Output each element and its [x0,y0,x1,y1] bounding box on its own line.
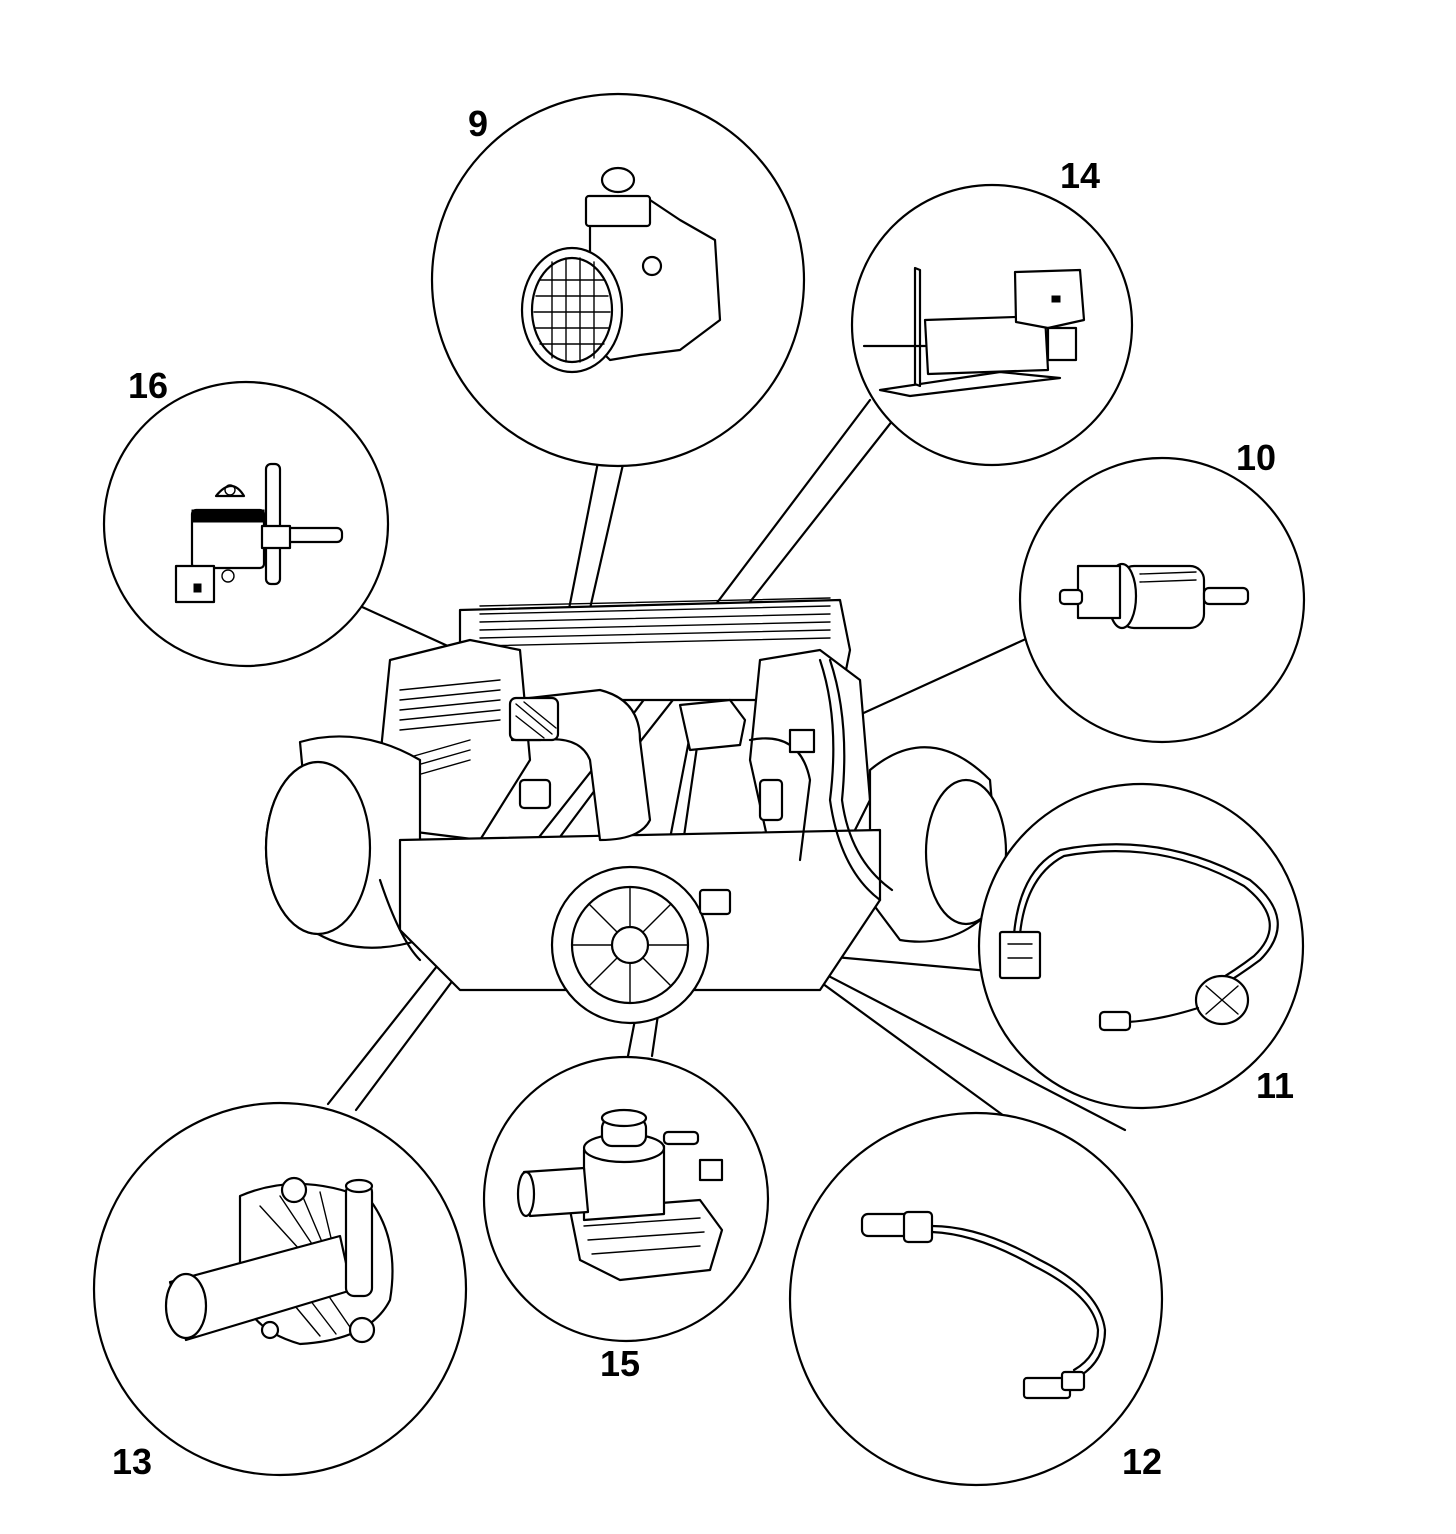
detail-solenoid-valve: 14 [850,155,1134,467]
callout-11: 11 [1256,1065,1294,1106]
detail-air-flow-meter: 9 [430,92,806,468]
callout-10: 10 [1236,437,1276,478]
callout-14: 14 [1060,155,1100,196]
callout-15: 15 [600,1343,640,1384]
detail-speed-sensor: 12 [788,1111,1164,1487]
callout-12: 12 [1122,1441,1162,1482]
callout-13: 13 [112,1441,152,1482]
engine-assembly [264,597,1008,1025]
detail-circles: 9 14 16 [92,92,1306,1487]
detail-change-over-valve: 16 [102,365,390,668]
detail-tank-vent-valve: 10 [1018,437,1306,744]
detail-secondary-air-pump: 13 [92,1101,468,1482]
detail-temperature-sensor: 11 [977,782,1305,1110]
callout-9: 9 [468,103,488,144]
detail-idle-speed-actuator: 15 [482,1055,770,1384]
callout-16: 16 [128,365,168,406]
